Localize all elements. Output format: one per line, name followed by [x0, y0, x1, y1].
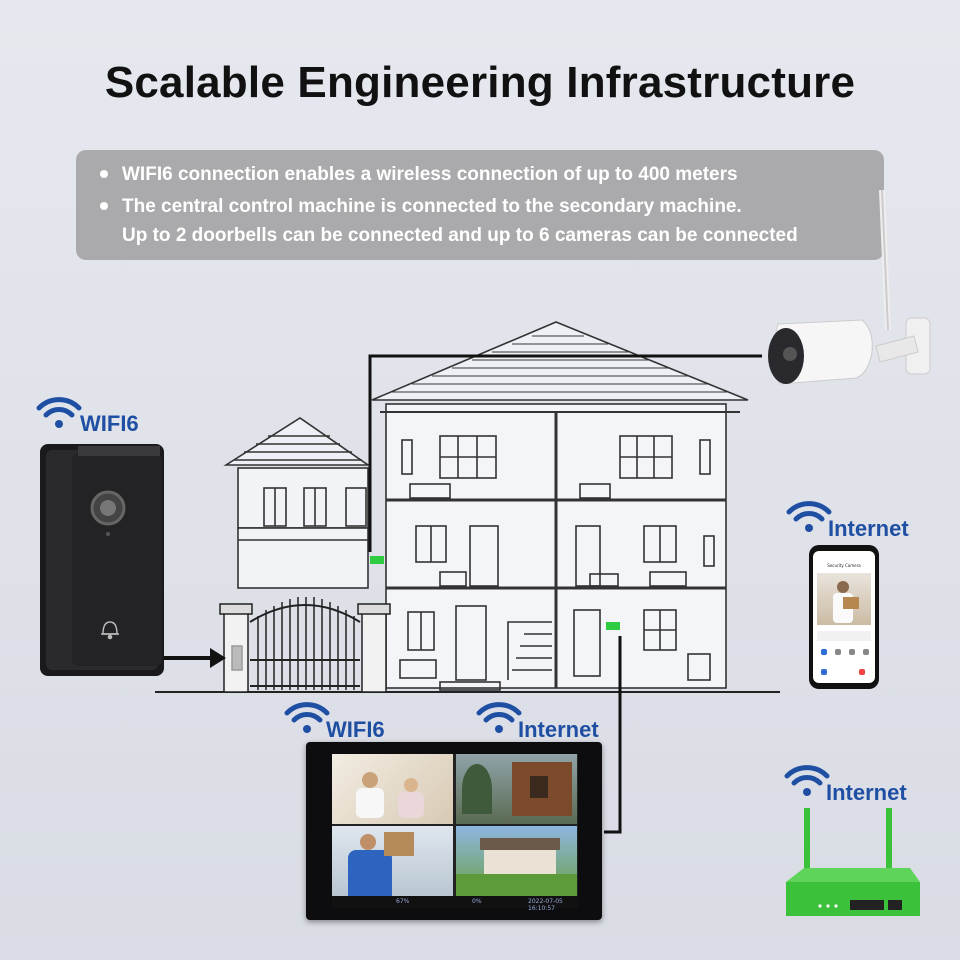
phone-app-header: Security Camera — [827, 563, 861, 568]
camera-feed-3 — [332, 826, 453, 896]
phone-internet-label: Internet — [828, 516, 909, 541]
gate — [219, 597, 391, 693]
indicator-light-upper — [370, 556, 384, 564]
monitor-wifi-label: WIFI6 — [326, 717, 385, 742]
camera-feed-4 — [456, 826, 577, 896]
info-bullet-1: WIFI6 connection enables a wireless conn… — [100, 164, 738, 185]
monitor-internet-label: Internet — [518, 717, 599, 742]
main-house — [371, 321, 749, 691]
doorbell-device — [40, 444, 164, 676]
page-title: Scalable Engineering Infrastructure — [104, 58, 856, 107]
monitor-status-bar: 67% 0% 2022-07-05 16:10:57 — [332, 896, 578, 912]
status-mid-value: 0% — [472, 898, 482, 905]
wifi-icon — [476, 699, 522, 740]
monitor-connection-line — [604, 636, 622, 834]
status-timestamp: 2022-07-05 16:10:57 — [528, 898, 563, 912]
router-device — [786, 808, 920, 916]
info-panel: WIFI6 connection enables a wireless conn… — [76, 150, 884, 260]
camera-feed-1 — [332, 754, 453, 824]
camera-connection-line — [368, 354, 762, 552]
info-bullet-2-text: The central control machine is connected… — [122, 196, 742, 217]
info-bullet-2: The central control machine is connected… — [100, 196, 742, 217]
info-bullet-2-continued: Up to 2 doorbells can be connected and u… — [122, 225, 798, 246]
small-house — [223, 417, 371, 589]
smartphone: Security Camera — [809, 545, 879, 689]
doorbell-wifi-label: WIFI6 — [80, 411, 139, 436]
bullet-dot — [100, 170, 108, 178]
bullet-dot — [100, 202, 108, 210]
status-left-value: 67% — [396, 898, 410, 905]
monitor-screen: 67% 0% 2022-07-05 16:10:57 — [332, 754, 578, 912]
phone-video-feed — [817, 573, 871, 625]
info-bullet-1-text: WIFI6 connection enables a wireless conn… — [122, 164, 738, 185]
wifi-icon — [784, 762, 830, 803]
arrow-right-icon — [160, 648, 226, 668]
wifi-icon — [786, 498, 832, 539]
phone-screen: Security Camera — [813, 551, 875, 683]
bell-icon — [101, 621, 119, 640]
router-internet-label: Internet — [826, 780, 907, 805]
indoor-monitor: 67% 0% 2022-07-05 16:10:57 — [306, 742, 602, 920]
camera-feed-2 — [456, 754, 577, 824]
wifi-icon — [284, 699, 330, 740]
indicator-light-lower — [606, 622, 620, 630]
wifi-icon — [36, 394, 82, 435]
